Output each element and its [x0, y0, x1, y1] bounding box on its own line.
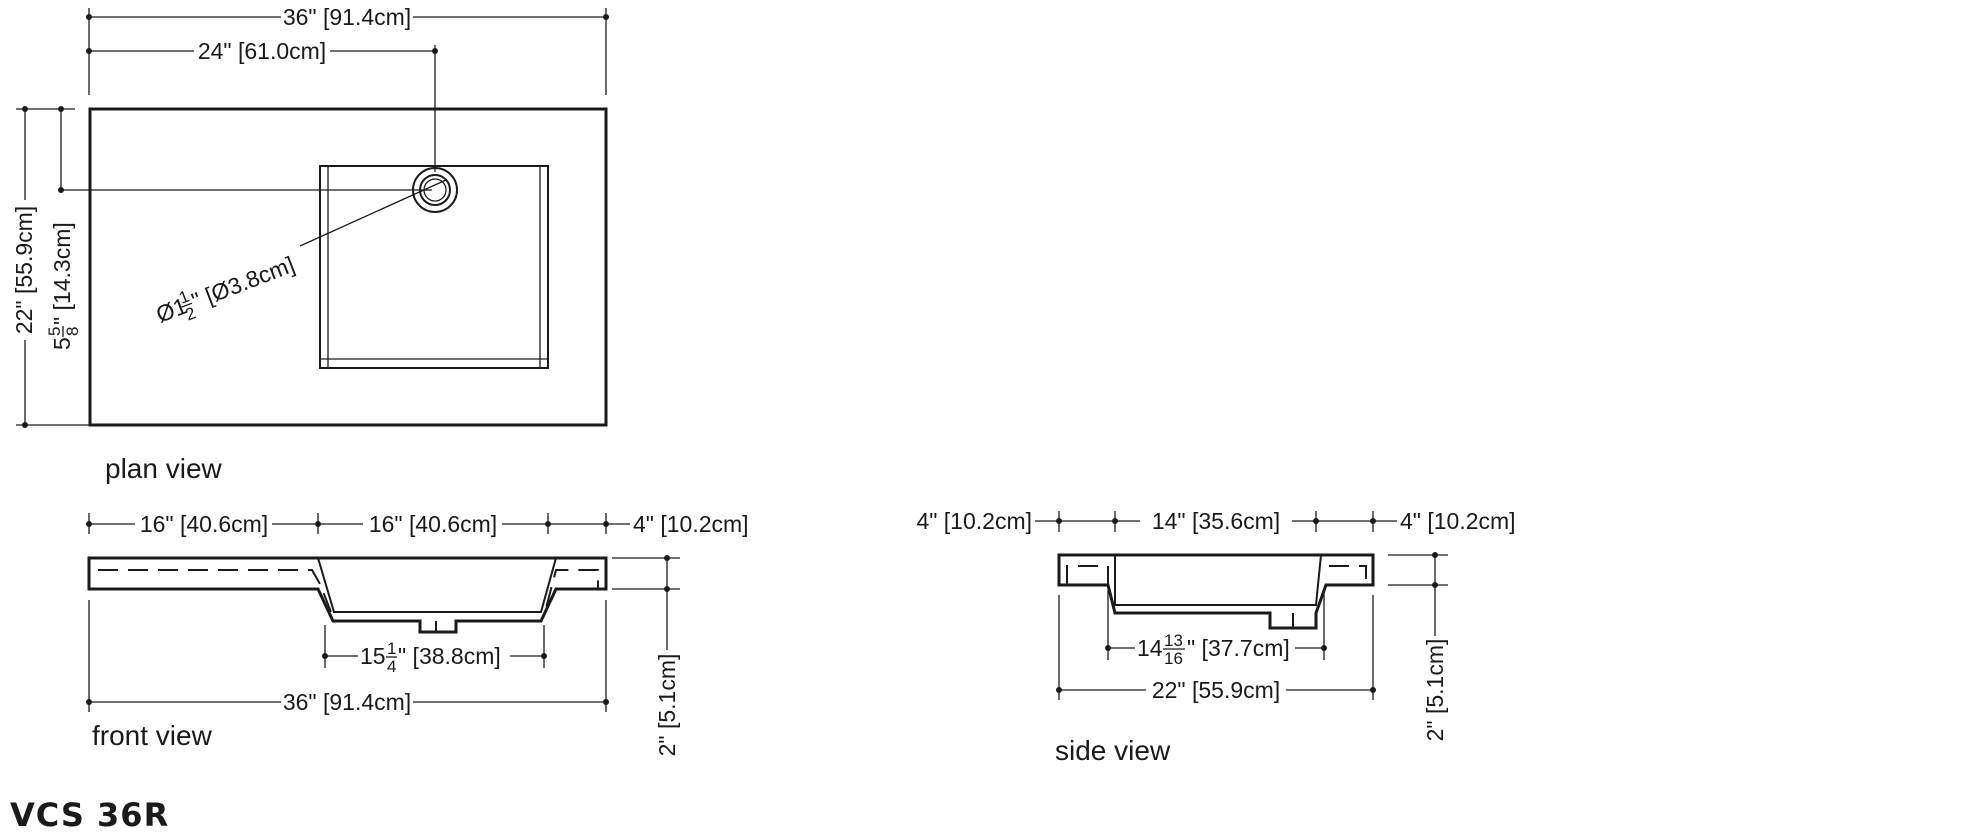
- front-view: 16" [40.6cm] 16" [40.6cm] 4" [10.2cm] 2"…: [86, 511, 749, 756]
- side-profile-outline: [1057, 553, 1375, 630]
- plan-drain-from-back-den: 8: [63, 327, 82, 336]
- front-height-dimension: 2" [5.1cm]: [654, 555, 680, 756]
- side-bowl-bottom-whole: 14: [1137, 635, 1163, 661]
- front-bowl-bottom-suffix: " [38.8cm]: [398, 643, 501, 669]
- side-overall-depth-dimension: 22" [55.9cm]: [1056, 677, 1376, 703]
- front-left-deck-dimension: 16" [40.6cm]: [86, 511, 321, 537]
- side-bowl-depth-dimension: 14" [35.6cm]: [1115, 508, 1319, 534]
- side-front-deck-dimension: 4" [10.2cm]: [1316, 508, 1516, 534]
- plan-drain-from-back-suffix: " [14.3cm]: [49, 222, 75, 325]
- plan-depth-dimension: 22" [55.9cm]: [11, 106, 37, 428]
- model-number: VCS 36R: [10, 796, 170, 834]
- front-right-deck-label: 4" [10.2cm]: [633, 511, 749, 537]
- plan-drain-offset-label: 24" [61.0cm]: [198, 38, 326, 64]
- plan-drain-from-back-whole: 5: [49, 337, 75, 350]
- plan-view-label: plan view: [105, 453, 223, 484]
- front-bowl-bottom-den: 4: [387, 657, 396, 676]
- front-bowl-width-label: 16" [40.6cm]: [369, 511, 497, 537]
- plan-drain-from-back-dimension: 5 5 8 " [14.3cm]: [45, 106, 82, 350]
- side-back-deck-dimension: 4" [10.2cm]: [916, 508, 1118, 534]
- front-left-deck-label: 16" [40.6cm]: [140, 511, 268, 537]
- plan-depth-label: 22" [55.9cm]: [11, 206, 37, 334]
- plan-drain-diameter-suffix: " [Ø3.8cm]: [188, 251, 298, 314]
- plan-bowl-outline: [319, 165, 549, 369]
- plan-drain-diameter-callout: Ø1 1 2 " [Ø3.8cm]: [152, 251, 298, 328]
- side-bowl-bottom-num: 13: [1164, 631, 1183, 650]
- side-bowl-bottom-dimension: 14 13 16 " [37.7cm]: [1105, 631, 1327, 668]
- plan-countertop-outline: [88, 107, 608, 427]
- front-overall-width-label: 36" [91.4cm]: [283, 689, 411, 715]
- side-height-dimension: 2" [5.1cm]: [1422, 552, 1448, 741]
- front-view-label: front view: [92, 720, 213, 751]
- side-view: 4" [10.2cm] 14" [35.6cm] 4" [10.2cm] 2" …: [916, 508, 1515, 766]
- front-overall-width-dimension: 36" [91.4cm]: [86, 689, 609, 715]
- side-height-label: 2" [5.1cm]: [1422, 639, 1448, 742]
- front-profile-outline: [87, 556, 608, 634]
- side-bowl-bottom-suffix: " [37.7cm]: [1187, 635, 1290, 661]
- front-height-label: 2" [5.1cm]: [654, 654, 680, 757]
- plan-overall-width-label: 36" [91.4cm]: [283, 4, 411, 30]
- front-bowl-bottom-dimension: 15 1 4 " [38.8cm]: [322, 639, 547, 676]
- plan-drain-from-back-num: 5: [45, 327, 64, 336]
- side-bowl-depth-label: 14" [35.6cm]: [1152, 508, 1280, 534]
- plan-overall-width-dimension: 36" [91.4cm]: [86, 4, 609, 30]
- front-right-deck-dimension: 4" [10.2cm]: [548, 511, 749, 537]
- side-overall-depth-label: 22" [55.9cm]: [1152, 677, 1280, 703]
- plan-view: 36" [91.4cm] 24" [61.0cm]: [11, 4, 609, 484]
- front-bowl-bottom-whole: 15: [360, 643, 386, 669]
- side-bowl-bottom-den: 16: [1164, 649, 1183, 668]
- side-view-label: side view: [1055, 735, 1171, 766]
- plan-drain-offset-dimension: 24" [61.0cm]: [86, 38, 438, 64]
- front-bowl-bottom-num: 1: [387, 639, 396, 658]
- front-bowl-width-dimension: 16" [40.6cm]: [318, 511, 551, 537]
- side-front-deck-label: 4" [10.2cm]: [1400, 508, 1516, 534]
- side-back-deck-label: 4" [10.2cm]: [916, 508, 1032, 534]
